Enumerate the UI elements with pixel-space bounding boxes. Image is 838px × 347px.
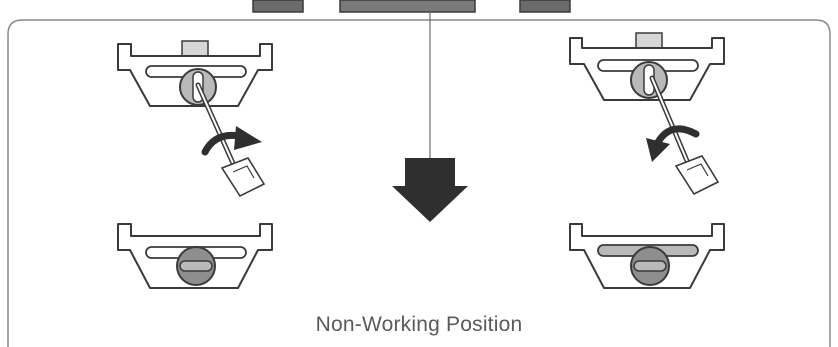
bracket-bottom-right bbox=[569, 223, 725, 289]
screwdriver-handle-detail bbox=[686, 163, 709, 177]
bracket-top-right bbox=[569, 32, 725, 196]
down-arrow-icon bbox=[392, 158, 468, 222]
bracket-tab bbox=[181, 40, 209, 57]
photo-right bbox=[519, 0, 571, 13]
screwdriver-shaft-inner bbox=[651, 77, 691, 169]
screwdriver-handle bbox=[674, 155, 720, 196]
instruction-panel bbox=[7, 19, 831, 347]
knob-slot bbox=[179, 260, 213, 272]
rotate-clockwise-arrowhead bbox=[234, 126, 262, 150]
caption-non-working-position: Non-Working Position bbox=[315, 313, 523, 336]
top-photo-strip bbox=[252, 0, 571, 13]
screwdriver-handle-detail bbox=[232, 165, 255, 179]
photo-center bbox=[339, 0, 476, 13]
photo-left bbox=[252, 0, 304, 13]
bracket-bottom-left bbox=[117, 223, 273, 289]
rotate-counterclockwise-icon bbox=[653, 125, 700, 148]
knob-slot bbox=[633, 260, 667, 272]
bracket-top-left bbox=[117, 40, 273, 198]
rotate-counterclockwise-arrowhead bbox=[646, 138, 670, 162]
screwdriver-handle bbox=[220, 157, 266, 198]
bracket-tab bbox=[635, 32, 663, 49]
screwdriver-shaft-inner bbox=[197, 84, 237, 171]
